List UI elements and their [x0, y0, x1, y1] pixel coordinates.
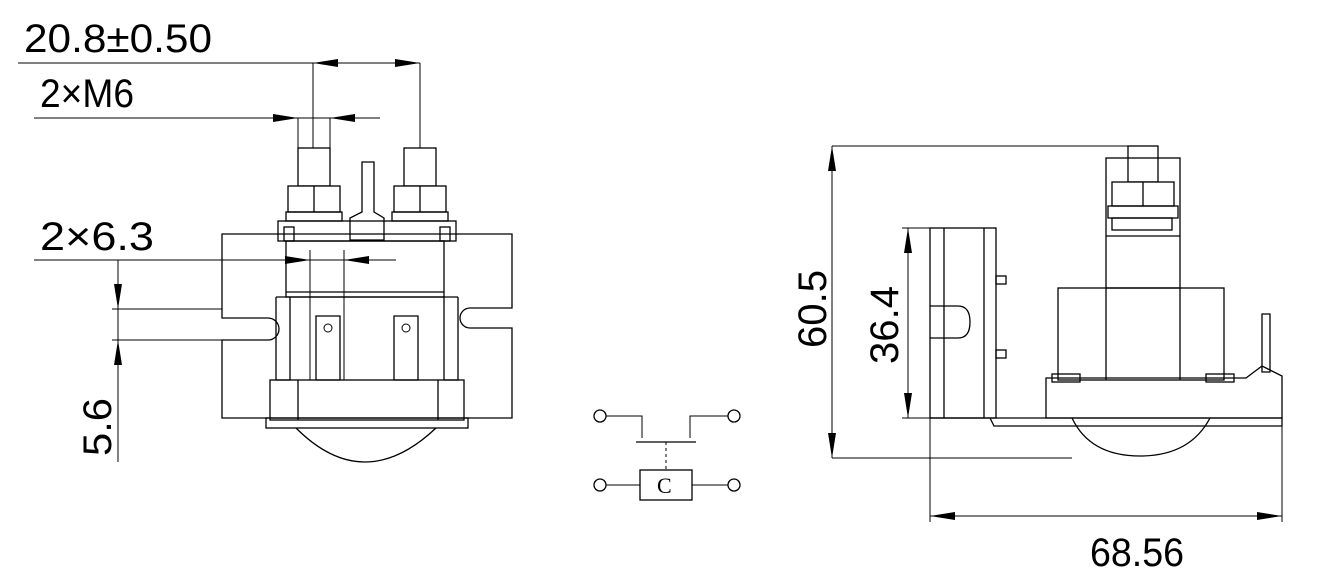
terminal-bottom-left	[593, 478, 607, 492]
left-stud	[297, 147, 331, 187]
terminal-top-right	[727, 409, 741, 423]
side-view	[929, 145, 1283, 457]
front-dome	[295, 427, 437, 463]
right-nut	[391, 185, 449, 222]
side-coil-body	[1057, 287, 1225, 381]
dim-bracket-height: 36.4	[863, 286, 907, 364]
coil-symbol	[639, 469, 693, 501]
dim-overall-width: 68.56	[1090, 531, 1184, 575]
front-coil-body	[275, 297, 459, 381]
right-stud	[403, 147, 437, 187]
side-base	[1045, 365, 1283, 419]
side-dimensions: 60.5 36.4 68.56	[791, 145, 1283, 575]
dim-thread: 2×M6	[40, 72, 134, 116]
dim-slot-height: 5.6	[76, 398, 120, 456]
side-bracket	[929, 227, 997, 419]
dim-overall-height: 60.5	[791, 270, 835, 348]
right-spade-terminal	[393, 315, 419, 381]
side-dome	[1071, 417, 1211, 457]
terminal-top-left	[593, 409, 607, 423]
front-center-tab	[349, 161, 385, 241]
front-base	[269, 379, 465, 421]
coil-label: C	[657, 473, 672, 498]
circuit-schematic: C	[593, 409, 741, 501]
front-top-plate	[277, 220, 457, 242]
terminal-bottom-right	[727, 478, 741, 492]
dim-tab-width: 2×6.3	[40, 215, 154, 259]
side-stud	[1127, 145, 1159, 183]
left-nut	[285, 185, 343, 222]
front-view	[221, 147, 513, 463]
side-upper-housing	[1105, 157, 1181, 289]
left-spade-terminal	[315, 315, 341, 381]
front-dimensions: 20.8±0.50 2×M6 2×6.3 5.6	[18, 17, 421, 462]
dim-terminal-spacing: 20.8±0.50	[24, 17, 212, 61]
